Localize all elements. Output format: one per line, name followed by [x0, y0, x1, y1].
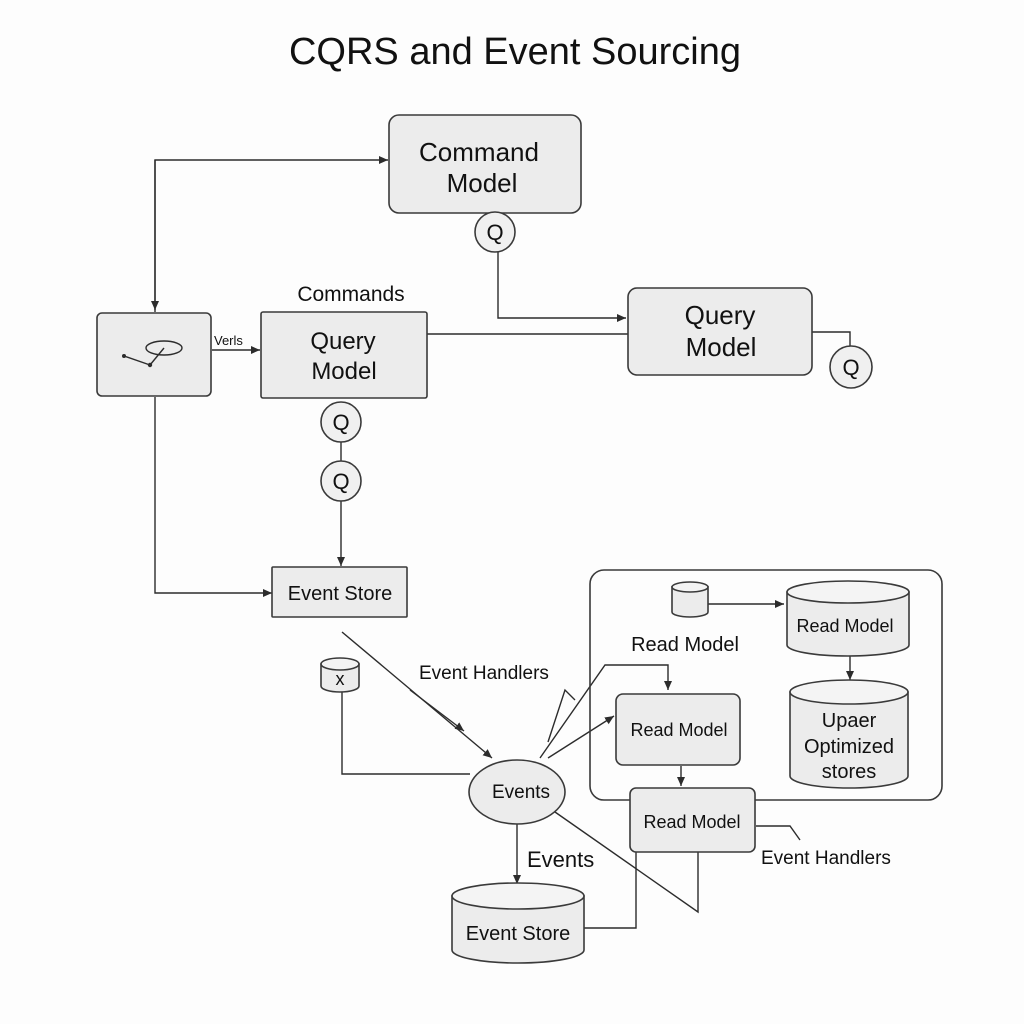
query-badge-right [829, 345, 873, 389]
event-handlers-bottom-label: Event Handlers [761, 848, 891, 869]
query-badge-command-label: Q [486, 220, 503, 245]
group-small-cylinder [671, 581, 709, 618]
events-ellipse [468, 759, 566, 825]
edge-handlers-pointer [409, 689, 465, 732]
edge-readmodel-to-handlers [756, 825, 801, 841]
query-badge-right-label: Q [842, 355, 859, 380]
edge-query-right-to-q [812, 331, 851, 346]
events-edge-label: Events [527, 847, 594, 872]
query-badge-left-1 [320, 401, 362, 443]
query-model-right-label-2: Model [686, 332, 757, 362]
event-handlers-top-label: Event Handlers [419, 663, 549, 684]
read-model-cylinder [786, 580, 910, 657]
event-store-box-label: Event Store [288, 583, 393, 605]
small-cylinder-mark: x [336, 669, 345, 689]
read-model-group [589, 569, 943, 801]
edge-cylinder-to-events [341, 690, 470, 775]
query-badge-left-1-label: Q [332, 410, 349, 435]
query-model-left-label-2: Model [311, 358, 376, 385]
query-model-left-label: Query [310, 328, 375, 355]
edge-handlers-top-pointer [547, 688, 576, 743]
read-model-lower-box [629, 787, 756, 853]
edge-events-to-bottom [554, 811, 699, 914]
query-model-left-box [260, 311, 428, 399]
verbs-label: Verls [214, 333, 243, 348]
event-store-cylinder-label: Event Store [466, 923, 571, 945]
event-store-box [271, 566, 408, 618]
query-model-right-box [627, 287, 813, 376]
events-ellipse-label: Events [492, 782, 550, 803]
read-model-cylinder-label: Read Model [796, 616, 893, 636]
command-model-box [388, 114, 582, 214]
command-model-label: Command [419, 137, 539, 167]
diagram-title: CQRS and Event Sourcing [289, 31, 741, 73]
read-model-group-label: Read Model [631, 634, 739, 656]
optimized-stores-line-3: stores [822, 761, 876, 783]
event-store-cylinder [451, 882, 585, 964]
edge-client-to-eventstore [154, 397, 272, 597]
query-badge-left-2-label: Q [332, 469, 349, 494]
edge-store-to-readmodel [584, 852, 637, 929]
edge-events-to-readmodel-group [539, 664, 672, 759]
query-badge-left-2 [320, 460, 362, 502]
commands-label: Commands [297, 283, 404, 306]
read-model-center-label: Read Model [630, 720, 727, 740]
query-model-right-label: Query [685, 300, 756, 330]
optimized-stores-cylinder [789, 679, 909, 789]
read-model-center-box [615, 693, 741, 766]
client-icon [122, 340, 183, 368]
query-badge-command [474, 211, 516, 253]
edge-events-to-readmodel [547, 715, 615, 759]
edge-command-to-query-right [497, 252, 626, 322]
optimized-stores-line-1: Upaer [822, 710, 877, 732]
optimized-stores-line-2: Optimized [804, 736, 894, 758]
read-model-lower-label: Read Model [643, 812, 740, 832]
command-model-label-2: Model [447, 168, 518, 198]
small-cylinder-x [320, 657, 360, 693]
